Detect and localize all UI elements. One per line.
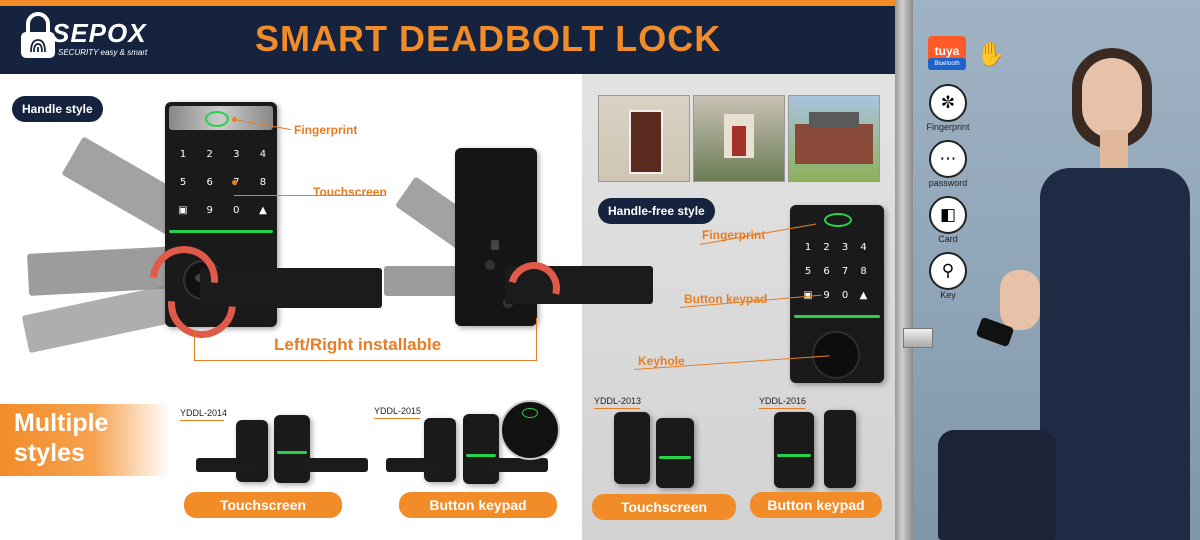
style-touchscreen-2014: Touchscreen (184, 492, 342, 518)
feature-list: ✼ Fingerprint ⋯ password ◧ Card ⚲ Key (918, 84, 978, 300)
fingerprint-icon: ✼ (929, 84, 967, 122)
model-hand (1000, 270, 1040, 330)
door-photo-1 (598, 95, 690, 182)
style-button-keypad-2016: Button keypad (750, 492, 882, 518)
bell-icon: ▲ (259, 205, 267, 216)
door-photo-2 (693, 95, 785, 182)
bluetooth-badge: Bluetooth (928, 58, 966, 70)
keypad-zoom-detail (500, 400, 560, 460)
key-5: 5 (179, 177, 187, 188)
lock-icon: ▣ (178, 205, 188, 216)
handbag (938, 430, 1056, 540)
deadbolt-latch (903, 328, 933, 348)
lock-thumb-2014-back (236, 420, 268, 482)
model-code-2016: YDDL-2016 (759, 396, 807, 406)
card-icon: ◧ (929, 196, 967, 234)
feature-password: password (928, 178, 968, 188)
top-stripe (0, 0, 1200, 6)
status-light-bar (169, 230, 273, 233)
key-8: 8 (259, 177, 267, 188)
key-icon: ⚲ (929, 252, 967, 290)
callout-fingerprint: Fingerprint (294, 123, 358, 137)
handle-style-label: Handle style (12, 96, 103, 122)
lock-thumb-2014-front (274, 415, 310, 483)
keypad-icon: ⋯ (929, 140, 967, 178)
feature-fingerprint: Fingerprint (926, 122, 970, 132)
status-light-bar (794, 315, 880, 318)
brand-logo (18, 12, 168, 64)
lock-thumb-2015-back (424, 418, 456, 482)
button-keypad: 1 2 3 4 5 6 7 8 ▣ 9 0 ▲ (800, 241, 874, 303)
lock-thumb-2013-front (656, 418, 694, 488)
model-code-2014: YDDL-2014 (180, 408, 228, 418)
callout-fingerprint-2: Fingerprint (702, 228, 766, 242)
model-dress (1040, 168, 1190, 540)
key-1: 1 (179, 149, 187, 160)
lock-thumb-2015-front (463, 414, 499, 484)
style-touchscreen-2013: Touchscreen (592, 494, 736, 520)
lock-thumb-2016-back (824, 410, 856, 488)
hand-key-icon: ✋ (976, 40, 1006, 68)
feature-card: Card (938, 234, 958, 244)
page-title: SMART DEADBOLT LOCK (255, 18, 722, 59)
handle-free-label: Handle-free style (598, 198, 715, 224)
lock-thumb-2016-front (774, 412, 814, 488)
back-lever-handle (505, 266, 653, 304)
brand-tagline: SECURITY easy & smart (58, 48, 148, 57)
padlock-fingerprint-icon (21, 12, 55, 58)
key-4: 4 (259, 149, 267, 160)
model-code-2015: YDDL-2015 (374, 406, 422, 416)
callout-touchscreen: Touchscreen (313, 185, 387, 199)
black-lever-handle (200, 268, 382, 308)
installable-label: Left/Right installable (270, 335, 446, 355)
callout-keyhole: Keyhole (638, 354, 685, 368)
fingerprint-sensor (205, 111, 229, 127)
style-button-keypad-2015: Button keypad (399, 492, 557, 518)
key-2: 2 (206, 149, 213, 160)
key-6: 6 (206, 177, 213, 188)
key-0: 0 (233, 205, 240, 216)
callout-button-keypad: Button keypad (684, 292, 768, 306)
lock-thumb-2013-back (614, 412, 650, 484)
model-neck (1100, 130, 1128, 170)
door-edge (895, 0, 913, 540)
key-9: 9 (206, 205, 213, 216)
key-3: 3 (233, 149, 240, 160)
fingerprint-sensor (824, 213, 852, 227)
door-photo-3 (788, 95, 880, 182)
model-code-2013: YDDL-2013 (594, 396, 642, 406)
model-face (1082, 58, 1142, 138)
button-keypad-deadbolt: 1 2 3 4 5 6 7 8 ▣ 9 0 ▲ (790, 205, 884, 383)
bell-icon: ▲ (859, 290, 868, 301)
feature-key: Key (940, 290, 956, 300)
multiple-styles-banner (0, 404, 170, 476)
touchscreen-lock-front: 1 2 3 4 5 6 7 8 ▣ 9 0 ▲ (165, 102, 277, 327)
header-bar (0, 0, 895, 74)
multiple-styles-title: Multiple styles (14, 409, 109, 467)
brand-name: SEPOX (52, 18, 147, 48)
keyhole-rose (812, 331, 860, 379)
